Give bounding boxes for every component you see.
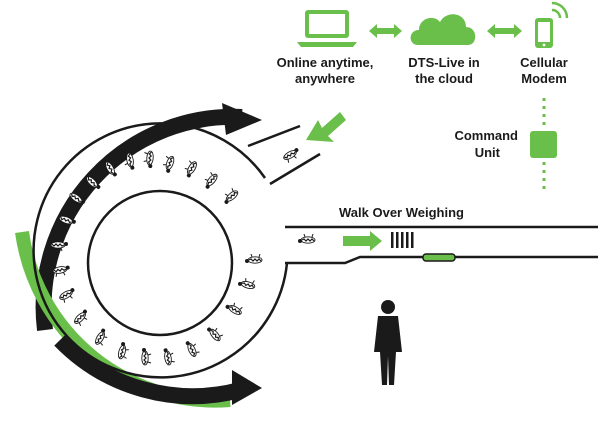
cloud-icon [410,14,476,46]
cloud-label-line2: the cloud [415,71,473,86]
entry-chute-wall [269,152,321,186]
entry-chute-wall [247,124,301,148]
flow-arrowhead [222,103,262,135]
flow-arc-bottom [54,334,243,405]
cloud-label-line1: DTS-Live in [408,55,480,70]
modem-label-line2: Modem [521,71,567,86]
flow-arc-top [35,108,243,331]
weighing-label: Walk Over Weighing [339,205,464,220]
laptop-icon [297,10,357,47]
online-label-line2: anywhere [295,71,355,86]
weighing-gate [391,232,414,248]
flow-arrowhead [232,370,262,405]
online-label-line1: Online anytime, [277,55,374,70]
phone-signal-icon [535,1,569,48]
command-unit-box [530,131,557,158]
command-label-line1: Command [454,128,518,143]
race-wall-bottom [285,255,598,265]
green-arrow-icon [306,112,346,142]
person-silhouette [374,300,402,385]
yard-outer-wall [32,122,289,379]
yard-inner-island [86,189,234,337]
bidirectional-arrow-icon [487,24,522,38]
weighing-platform [422,253,456,262]
modem-label-line1: Cellular [520,55,568,70]
bidirectional-arrow-icon [369,24,402,38]
command-label-line2: Unit [475,145,501,160]
green-arrow-icon [343,231,382,251]
